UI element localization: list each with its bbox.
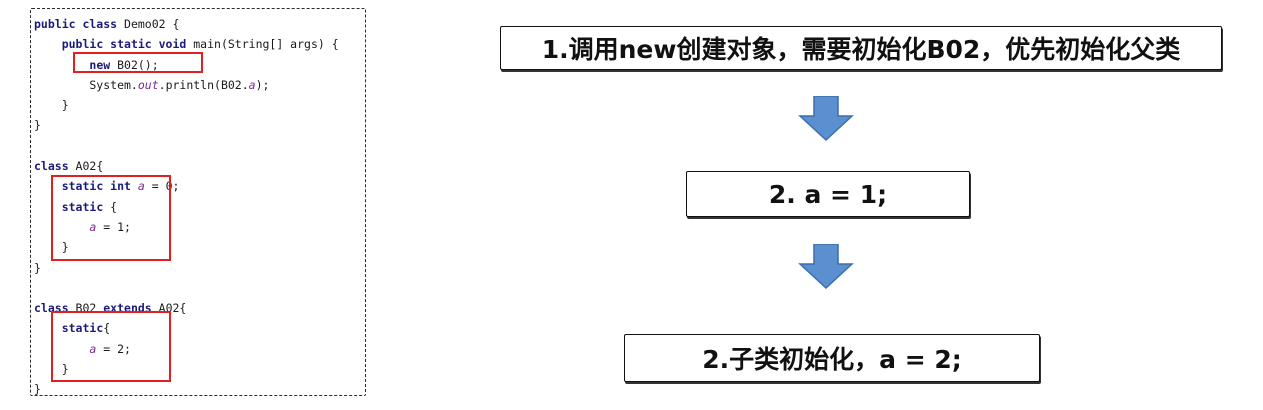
step-2-box: 2. a = 1;	[686, 171, 970, 217]
step-1-text: 1.调用new创建对象，需要初始化B02，优先初始化父类	[541, 35, 1181, 64]
code-token: a	[89, 341, 97, 356]
code-token: static	[61, 321, 104, 336]
down-arrow-icon	[798, 96, 854, 142]
code-token: public class	[34, 17, 118, 31]
code-token: a	[137, 179, 145, 194]
code-token: = 1;	[96, 219, 131, 234]
step-3-text: 2.子类初始化，a = 2;	[702, 345, 962, 374]
code-line	[34, 136, 339, 156]
code-line: a = 1;	[34, 217, 339, 237]
code-token: = 2;	[96, 341, 131, 356]
step-3-box: 2.子类初始化，a = 2;	[624, 334, 1040, 382]
code-token: a	[248, 77, 256, 92]
code-token: );	[255, 77, 270, 92]
code-token: Demo02 {	[117, 17, 180, 31]
code-token: public static void	[61, 37, 187, 52]
code-line: class A02{	[34, 156, 339, 176]
code-token: }	[34, 98, 69, 113]
code-token: main(String[] args) {	[186, 37, 339, 52]
highlight-new-b02	[73, 52, 203, 73]
down-arrow-icon	[798, 244, 854, 290]
code-token: {	[103, 199, 118, 214]
code-token: }	[34, 260, 41, 275]
code-token: static	[61, 199, 104, 214]
code-line: new B02();	[34, 55, 339, 75]
code-token: B02();	[110, 57, 159, 72]
code-line: System.out.println(B02.a);	[34, 75, 339, 95]
code-token: }	[34, 118, 41, 133]
code-token: }	[34, 240, 69, 255]
code-listing: public class Demo02 { public static void…	[34, 14, 339, 400]
code-panel: public class Demo02 { public static void…	[30, 8, 366, 396]
code-token	[34, 37, 62, 51]
code-line: static{	[34, 318, 339, 338]
step-2-text: 2. a = 1;	[768, 179, 888, 209]
code-line: public static void main(String[] args) {	[34, 34, 339, 54]
code-token: out	[137, 77, 159, 92]
code-line: }	[34, 258, 339, 278]
code-line: public class Demo02 {	[34, 14, 339, 34]
code-token: {	[103, 321, 111, 336]
code-line: }	[34, 115, 339, 135]
code-token: System.	[34, 77, 138, 92]
code-line: }	[34, 379, 339, 399]
step-1-box: 1.调用new创建对象，需要初始化B02，优先初始化父类	[500, 26, 1222, 70]
code-line: a = 2;	[34, 339, 339, 359]
code-token: }	[34, 362, 69, 377]
code-line: }	[34, 359, 339, 379]
code-line: static {	[34, 197, 339, 217]
code-token: class	[34, 159, 69, 174]
code-token: static int	[61, 179, 131, 194]
highlight-a02-static	[51, 175, 171, 261]
highlight-b02-static	[51, 311, 171, 382]
code-line: }	[34, 95, 339, 115]
code-line: }	[34, 237, 339, 257]
code-token: a	[89, 219, 97, 234]
code-token: A02{	[68, 159, 104, 174]
code-line	[34, 278, 339, 298]
code-token: }	[34, 382, 41, 397]
code-token: new	[89, 57, 111, 72]
code-token: .println(B02.	[158, 77, 249, 92]
